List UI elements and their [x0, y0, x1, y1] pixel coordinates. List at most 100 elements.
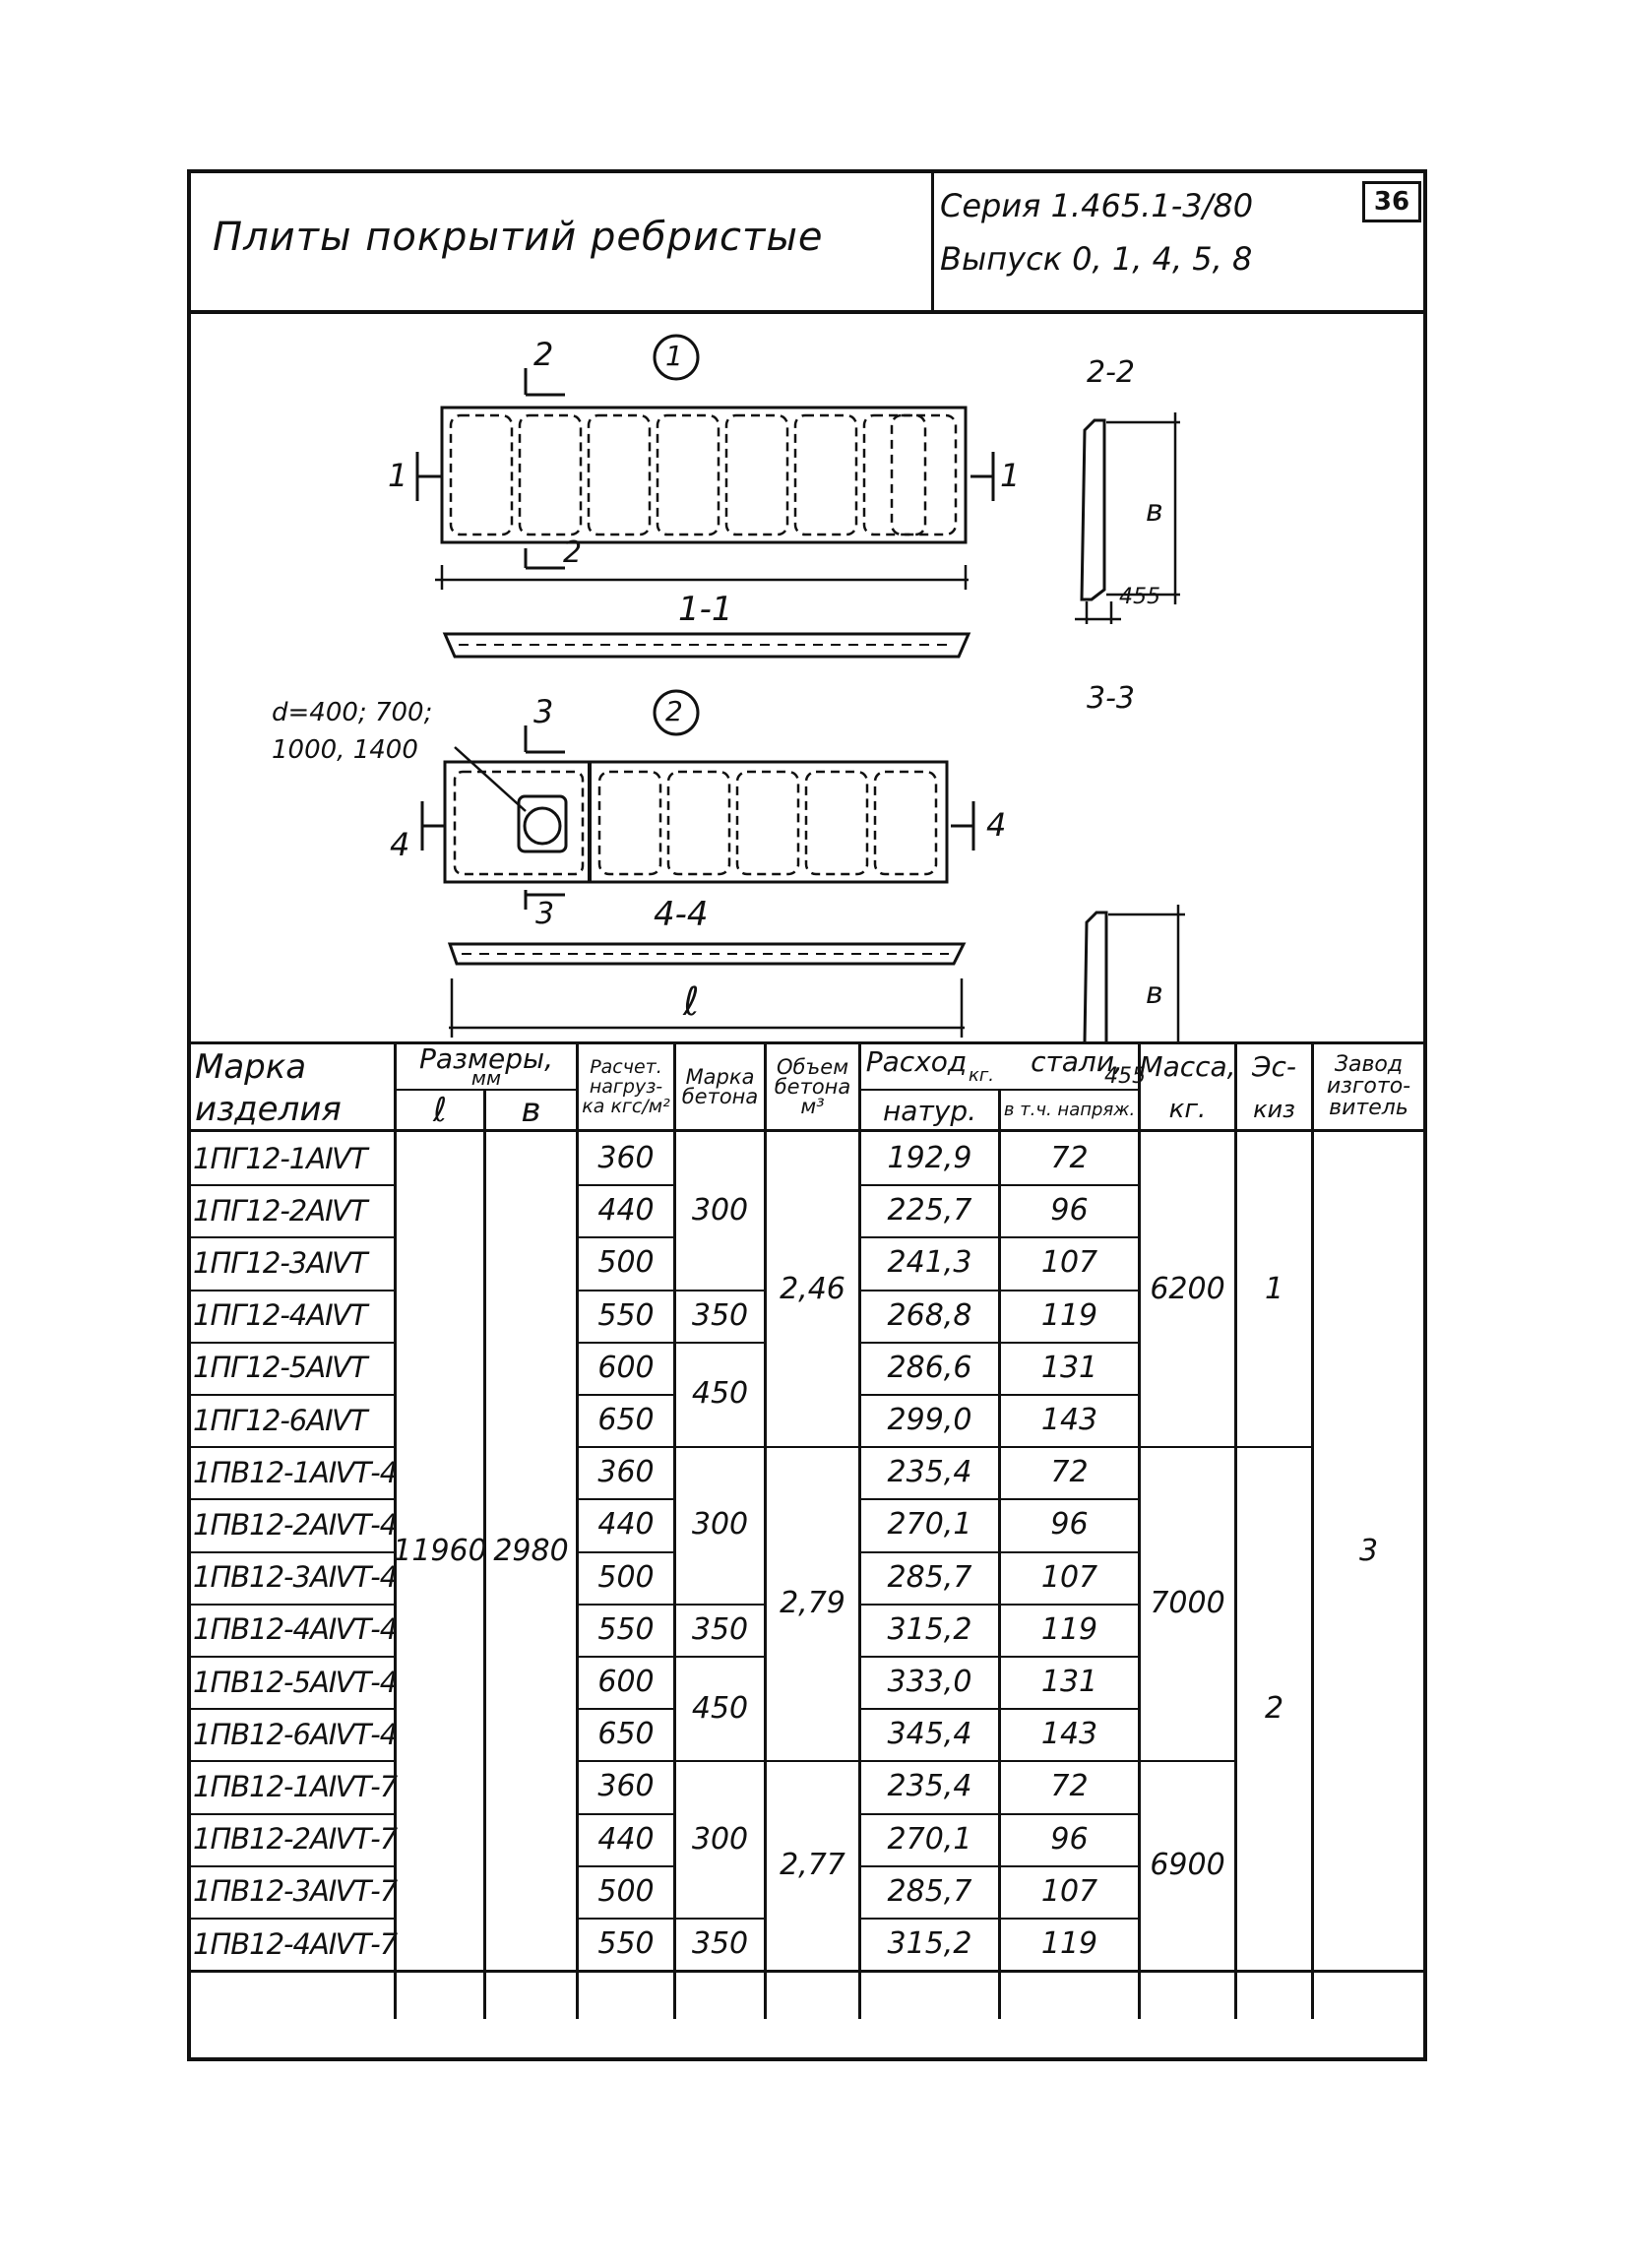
table-row-load: 360: [597, 1769, 655, 1804]
table-row-mark: 1ПГ12-1АⅣТ: [193, 1141, 368, 1175]
table-row-steel-prestressed: 119: [1040, 1611, 1098, 1647]
table-row-steel-total: 286,6: [887, 1350, 972, 1385]
header-dims-line-1: Размеры,: [418, 1041, 554, 1075]
table-row-mark: 1ПВ12-2АⅣТ-7: [193, 1822, 398, 1857]
header-concrete-volume: Объем бетона м³: [774, 1055, 851, 1118]
table-row-steel-prestressed: 107: [1040, 1245, 1098, 1281]
table-row-mark: 1ПВ12-1АⅣТ-7: [193, 1769, 398, 1803]
table-row-mark: 1ПВ12-1АⅣТ-4: [193, 1455, 398, 1489]
cut-1-label-right: 1: [1000, 457, 1021, 494]
cut-1-right-mark: [970, 452, 995, 501]
section-3-3-dim-b: в: [1146, 976, 1163, 1011]
plate-2-dim-l: ℓ: [683, 979, 700, 1025]
table-row-load: 650: [597, 1717, 655, 1752]
issue-label: Выпуск 0, 1, 4, 5, 8: [940, 240, 1253, 278]
merged-plant: 3: [1358, 1534, 1379, 1569]
table-row-load: 500: [597, 1559, 655, 1595]
hole-note-line-1: d=400; 700;: [272, 698, 433, 727]
table-row-steel-total: 333,0: [887, 1665, 972, 1700]
section-4-4-profile: [447, 942, 967, 966]
table-row-steel-prestressed: 72: [1050, 1769, 1089, 1804]
plate-2-length-dimension: [449, 978, 965, 1038]
section-1-1-label: 1-1: [678, 590, 733, 629]
cut-3-top-mark: [524, 725, 565, 754]
plate-drawing: 2 2 1 1 1 1-1 2-2 в 455 d=400; 700; 1000…: [191, 314, 1423, 1089]
table-row-mark: 1ПВ12-3АⅣТ-4: [193, 1560, 398, 1595]
table-row-steel-prestressed: 72: [1050, 1141, 1089, 1176]
table-row-steel-total: 285,7: [887, 1873, 972, 1909]
table-row-steel-total: 299,0: [887, 1403, 972, 1438]
merged-grade: 300: [691, 1821, 749, 1857]
header-sketch-line-1: Эс-: [1251, 1049, 1297, 1083]
header-steel-line-2: стали,: [1031, 1044, 1123, 1078]
series-box: Серия 1.465.1-3/80 Выпуск 0, 1, 4, 5, 8: [931, 173, 1423, 310]
table-row-steel-prestressed: 72: [1050, 1455, 1089, 1490]
table-row-load: 500: [597, 1245, 655, 1281]
page-number: 36: [1362, 181, 1421, 222]
table-row-load: 360: [597, 1141, 655, 1176]
hole-note-line-2: 1000, 1400: [272, 735, 418, 765]
header-plant: Завод изгото- витель: [1326, 1052, 1411, 1120]
cut-1-left-mark: [415, 452, 442, 501]
plate-2-plan: [443, 760, 949, 884]
header-steel-line-1: Расход: [865, 1044, 968, 1078]
plate-1-marker: 1: [665, 340, 683, 372]
merged-volume: 2,79: [780, 1586, 845, 1621]
header-steel-prestressed: в т.ч. напряж.: [1003, 1100, 1136, 1120]
table-row-steel-prestressed: 96: [1050, 1507, 1089, 1543]
table-row-steel-prestressed: 143: [1040, 1717, 1098, 1752]
table-row-steel-total: 241,3: [887, 1245, 972, 1281]
table-row-steel-prestressed: 131: [1040, 1665, 1098, 1700]
plate-1-length-dimension: [435, 565, 969, 590]
table-row-load: 500: [597, 1873, 655, 1909]
merged-grade: 300: [691, 1193, 749, 1228]
section-1-1-profile: [442, 632, 971, 659]
series-label: Серия 1.465.1-3/80: [940, 187, 1254, 224]
cut-4-label-left: 4: [390, 826, 410, 863]
header-sketch-line-2: киз: [1253, 1096, 1295, 1123]
table-row-steel-prestressed: 119: [1040, 1926, 1098, 1962]
header-mark-line-1: Марка: [195, 1046, 307, 1087]
cut-3-label-bottom: 3: [535, 897, 555, 931]
section-2-2-height-dimension: [1106, 412, 1180, 604]
table-row-steel-total: 268,8: [887, 1297, 972, 1333]
table-row-load: 360: [597, 1455, 655, 1490]
section-2-2-profile: [1080, 418, 1106, 601]
header-dims-line-2: мм: [470, 1066, 502, 1090]
plate-2-marker: 2: [665, 695, 683, 727]
table-row-steel-prestressed: 119: [1040, 1297, 1098, 1333]
merged-length: 11960: [393, 1534, 487, 1569]
table-row-load: 440: [597, 1193, 655, 1228]
cut-4-right-mark: [951, 801, 975, 850]
header-steel-total: натур.: [882, 1094, 977, 1127]
cut-2-label-top: 2: [533, 336, 554, 373]
header-dim-l: ℓ: [432, 1091, 448, 1130]
section-2-2-dim-455: 455: [1119, 585, 1160, 609]
merged-mass: 6900: [1150, 1848, 1225, 1883]
table-row-steel-prestressed: 107: [1040, 1559, 1098, 1595]
cut-2-bottom-mark: [524, 548, 565, 570]
table-row-load: 550: [597, 1926, 655, 1962]
table-row-steel-total: 270,1: [887, 1821, 972, 1857]
drawing-sheet: Плиты покрытий ребристые Серия 1.465.1-3…: [187, 169, 1427, 2061]
plate-drawing-svg: [415, 334, 1185, 1044]
section-3-3-label: 3-3: [1087, 681, 1135, 716]
cut-4-left-mark: [420, 801, 445, 850]
table-row-steel-total: 315,2: [887, 1611, 972, 1647]
cut-1-label-left: 1: [388, 457, 408, 494]
table-row-mark: 1ПГ12-2АⅣТ: [193, 1193, 368, 1228]
table-row-mark: 1ПВ12-4АⅣТ-7: [193, 1926, 398, 1961]
table-row-steel-prestressed: 96: [1050, 1193, 1089, 1228]
section-2-2-label: 2-2: [1087, 355, 1135, 390]
table-row-mark: 1ПВ12-5АⅣТ-4: [193, 1665, 398, 1699]
table-row-steel-prestressed: 107: [1040, 1873, 1098, 1909]
plate-1-ribs: [449, 413, 958, 536]
header-dim-b: в: [521, 1091, 541, 1130]
plate-2-hole-icon: [523, 806, 562, 846]
table-row-mark: 1ПГ12-3АⅣТ: [193, 1245, 368, 1280]
table-row-steel-total: 225,7: [887, 1193, 972, 1228]
header-steel-unit: кг.: [968, 1064, 995, 1086]
table-row-mark: 1ПГ12-6АⅣТ: [193, 1403, 368, 1437]
merged-volume: 2,46: [780, 1272, 845, 1307]
specification-table: Марка изделия Размеры, мм ℓ в Расчет. на…: [191, 1041, 1423, 2019]
